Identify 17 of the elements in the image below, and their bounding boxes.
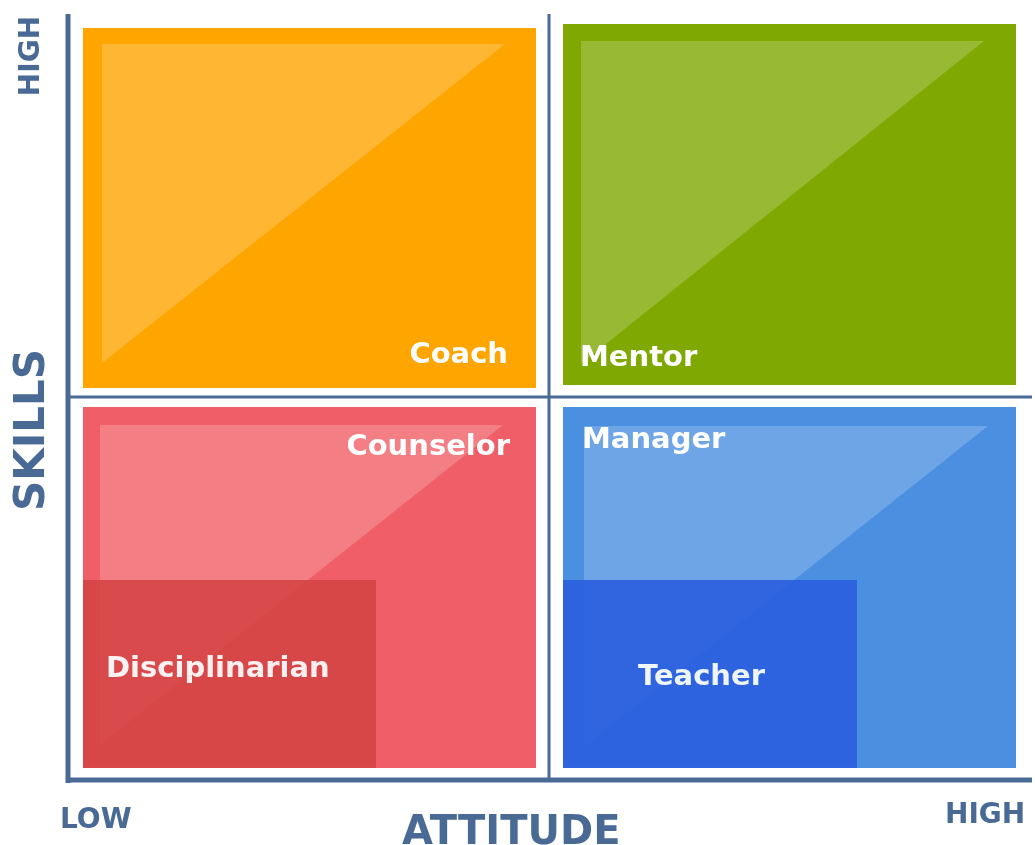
axis-title: ATTITUDE: [402, 810, 621, 845]
quadrant-label: Teacher: [638, 661, 765, 690]
axis-title: SKILLS: [9, 348, 52, 512]
quadrant-label: Coach: [409, 339, 508, 368]
quadrant-label: Disciplinarian: [106, 653, 330, 682]
quadrant-box: [563, 24, 1016, 385]
quadrant-box: [83, 28, 536, 388]
quadrant-label: Counselor: [346, 431, 510, 460]
quadrant-label: Mentor: [580, 342, 698, 371]
quadrant-box: [563, 407, 1016, 768]
axis-label: HIGH: [945, 800, 1026, 828]
quadrant-box: [83, 407, 536, 768]
quadrant-box: [83, 580, 376, 768]
quadrant-box: [563, 580, 857, 768]
axis-label: LOW: [60, 805, 132, 833]
axis-label: HIGH: [16, 15, 45, 97]
quadrant-label: Manager: [582, 424, 726, 453]
